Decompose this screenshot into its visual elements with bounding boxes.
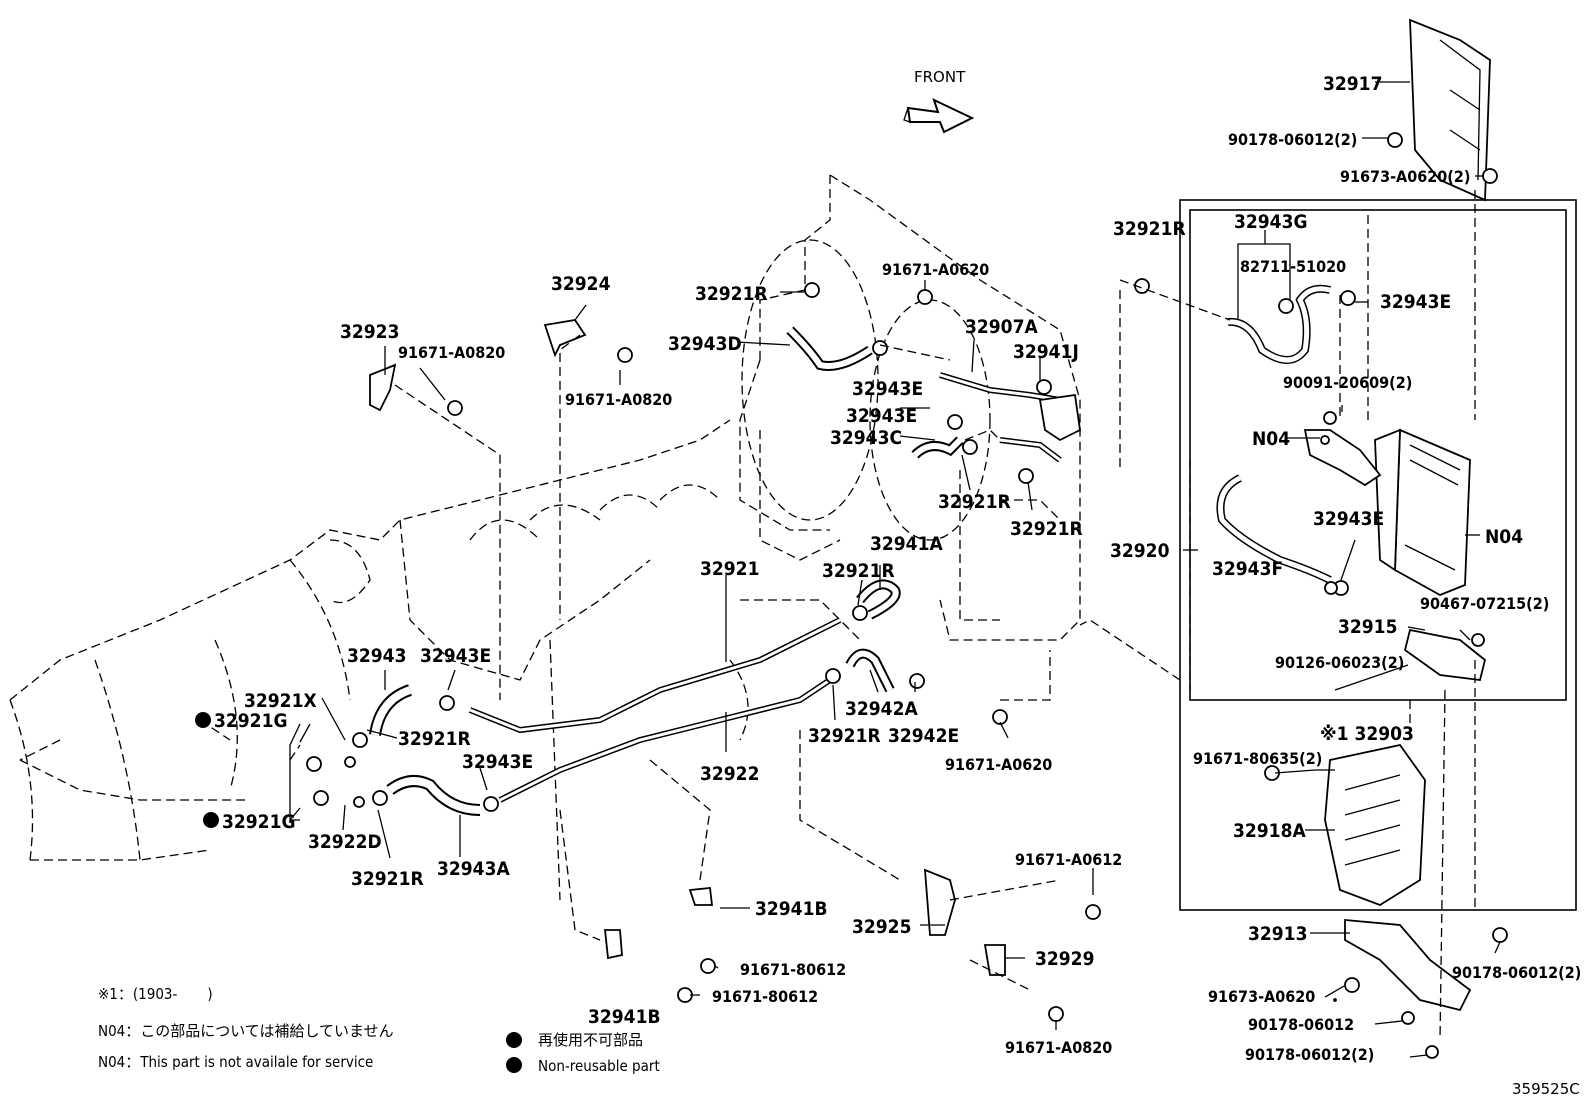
label-32941A: 32941A [870, 533, 943, 555]
hoses-and-pipes [369, 284, 1332, 816]
label-32924: 32924 [551, 273, 611, 295]
label-91671-80635-2: 91671-80635(2) [1193, 749, 1322, 768]
legend-nonreuse-en: Non-reusable part [538, 1057, 660, 1075]
label-32907A: 32907A [965, 316, 1038, 338]
label-32943A: 32943A [437, 858, 510, 880]
label-91673-A0620-2: 91673-A0620(2) [1340, 167, 1470, 186]
label-32921R-c: 32921R [938, 491, 1011, 513]
label-91671-80612-b: 91671-80612 [712, 987, 818, 1006]
fasteners [306, 132, 1508, 1059]
label-32925: 32925 [852, 916, 911, 938]
label-32942E: 32942E [888, 725, 959, 747]
label-90178-06012-2-top: 90178-06012(2) [1228, 130, 1357, 149]
part-labels: 32917 90178-06012(2) 91673-A0620(2) 3292… [214, 73, 1581, 1064]
label-32921R-d: 32921R [1010, 518, 1083, 540]
label-32921G-a: 32921G [214, 710, 288, 732]
dashed-connections [289, 190, 1476, 1041]
label-32921R-b: 32921R [695, 283, 768, 305]
bracket-32913 [1344, 919, 1472, 1012]
cooler-assembly-frame [1179, 199, 1577, 911]
oil-cooler [1303, 428, 1471, 596]
label-N04-b: N04 [1485, 526, 1523, 548]
label-32941B-b: 32941B [588, 1006, 661, 1028]
label-91673-A0620: 91673-A0620 [1208, 987, 1315, 1006]
label-32943E-a: 32943E [1380, 291, 1451, 313]
label-32941B-a: 32941B [755, 898, 828, 920]
label-N04-a: N04 [1252, 428, 1290, 450]
nonreusable-marker-icon [195, 712, 211, 728]
label-32943E-d: 32943E [846, 405, 917, 427]
small-brackets [369, 319, 1081, 976]
legend-marker-icon [506, 1032, 522, 1048]
label-32943E-c: 32943E [852, 378, 923, 400]
label-32917: 32917 [1323, 73, 1382, 95]
label-32943E-b: 32943E [1313, 508, 1384, 530]
label-91671-80612-a: 91671-80612 [740, 960, 846, 979]
label-32921: 32921 [700, 558, 759, 580]
label-32921R-f: 32921R [398, 728, 471, 750]
label-91671-A0620-b: 91671-A0620 [945, 755, 1052, 774]
label-82711-51020: 82711-51020 [1240, 257, 1346, 276]
label-32903: ※1 32903 [1320, 723, 1414, 745]
legend-note1: ※1：(1903- ) [98, 985, 213, 1003]
label-32943C: 32943C [830, 427, 902, 449]
front-label: FRONT [914, 68, 966, 86]
label-32915: 32915 [1338, 616, 1397, 638]
leader-lines [289, 81, 1501, 1058]
nonreusable-marker-icon [203, 812, 219, 828]
legend-n04-en: N04：This part is not availale for servic… [98, 1053, 373, 1071]
label-90091-20609-2: 90091-20609(2) [1283, 373, 1412, 392]
label-90126-06023-2: 90126-06023(2) [1275, 653, 1404, 672]
label-32943G: 32943G [1234, 211, 1308, 233]
label-32943E-f: 32943E [462, 751, 533, 773]
legend-marker-icon [506, 1057, 522, 1073]
label-32922D: 32922D [308, 831, 382, 853]
label-32921R-e: 32921R [822, 560, 895, 582]
diagram-code: 359525C [1512, 1080, 1580, 1098]
legend-n04-ja: N04：この部品については補給していません [98, 1022, 394, 1040]
guard-32918A [1324, 743, 1426, 906]
legend-nonreuse-ja: 再使用不可部品 [538, 1031, 643, 1049]
label-91671-A0820-c: 91671-A0820 [1005, 1038, 1112, 1057]
label-32929: 32929 [1035, 948, 1094, 970]
label-32921R-a: 32921R [1113, 218, 1186, 240]
label-32943: 32943 [347, 645, 406, 667]
label-32943F: 32943F [1212, 558, 1283, 580]
label-90178-06012-2-r: 90178-06012(2) [1452, 963, 1581, 982]
label-90467-07215-2: 90467-07215(2) [1420, 594, 1549, 613]
bracket-32915 [1403, 628, 1487, 681]
label-91671-A0620-top: 91671-A0620 [882, 260, 989, 279]
label-32920: 32920 [1110, 540, 1170, 562]
label-32913: 32913 [1248, 923, 1307, 945]
front-arrow-icon [903, 98, 975, 134]
label-32921X: 32921X [244, 690, 317, 712]
label-32922: 32922 [700, 763, 759, 785]
label-90178-06012-2-b: 90178-06012(2) [1245, 1045, 1374, 1064]
label-32943E-e: 32943E [420, 645, 491, 667]
air-duct-32917 [1409, 18, 1491, 202]
label-91671-A0820-a: 91671-A0820 [565, 390, 672, 409]
label-32942A: 32942A [845, 698, 918, 720]
label-32921R-h: 32921R [808, 725, 881, 747]
label-32943D: 32943D [668, 333, 742, 355]
label-90178-06012: 90178-06012 [1248, 1015, 1354, 1034]
legend: ※1：(1903- ) N04：この部品については補給していません N04：Th… [98, 985, 660, 1075]
label-32921G-b: 32921G [222, 811, 296, 833]
label-32918A: 32918A [1233, 820, 1306, 842]
label-32923: 32923 [340, 321, 399, 343]
label-91671-A0820-b: 91671-A0820 [398, 343, 505, 362]
label-32941J: 32941J [1013, 341, 1079, 363]
label-32921R-g: 32921R [351, 868, 424, 890]
label-91671-A0612: 91671-A0612 [1015, 850, 1122, 869]
